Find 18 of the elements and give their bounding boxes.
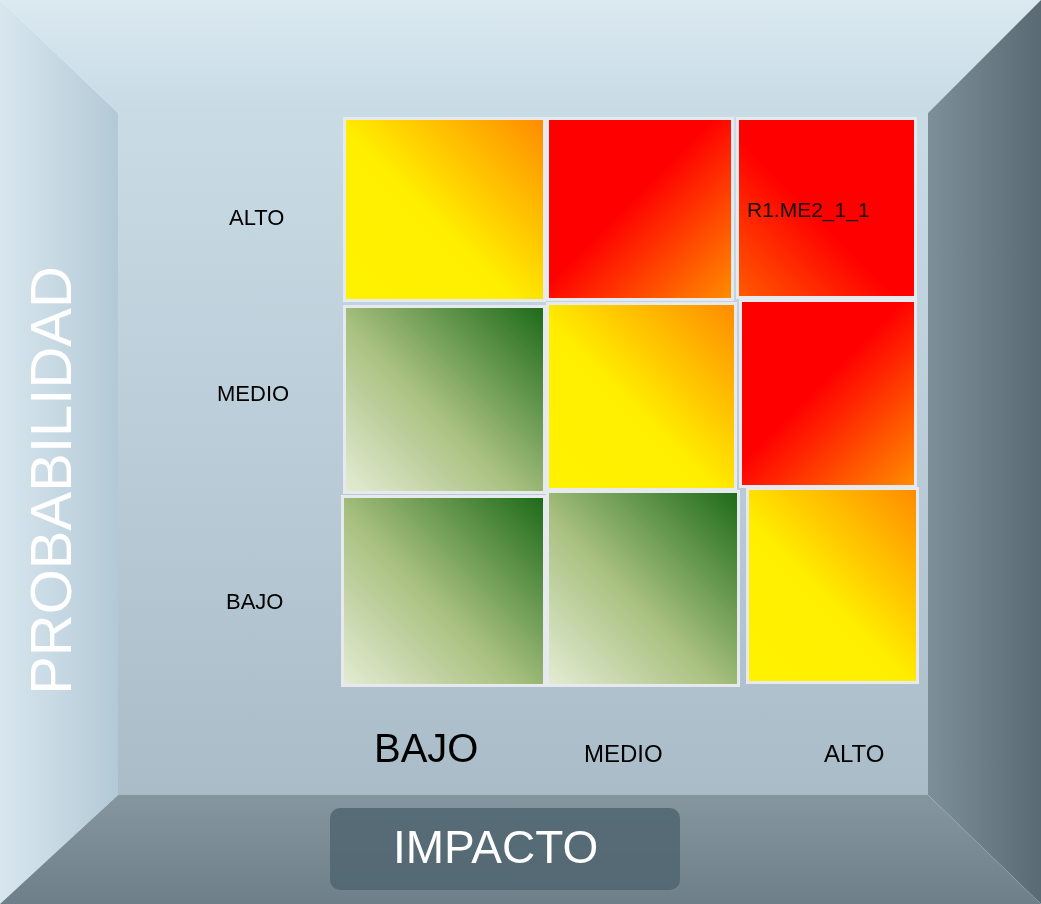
risk-cell (343, 305, 546, 494)
risk-cell (343, 117, 546, 302)
axis-title: IMPACTO (393, 820, 599, 874)
level-label: ALTO (229, 205, 285, 231)
risk-cell (546, 117, 734, 301)
risk-cell (736, 117, 917, 299)
risk-cell (341, 495, 546, 687)
level-label: BAJO (226, 589, 284, 615)
risk-cell (739, 299, 917, 488)
risk-code: R1.ME2_1_1 (747, 198, 870, 222)
risk-cell (746, 487, 919, 684)
level-label: MEDIO (217, 381, 290, 407)
axis-title: PROBABILIDAD (16, 265, 84, 695)
level-label: MEDIO (584, 740, 663, 768)
level-label: ALTO (824, 740, 885, 768)
risk-cell (546, 302, 737, 491)
risk-cell (546, 490, 740, 687)
level-label: BAJO (374, 726, 479, 771)
